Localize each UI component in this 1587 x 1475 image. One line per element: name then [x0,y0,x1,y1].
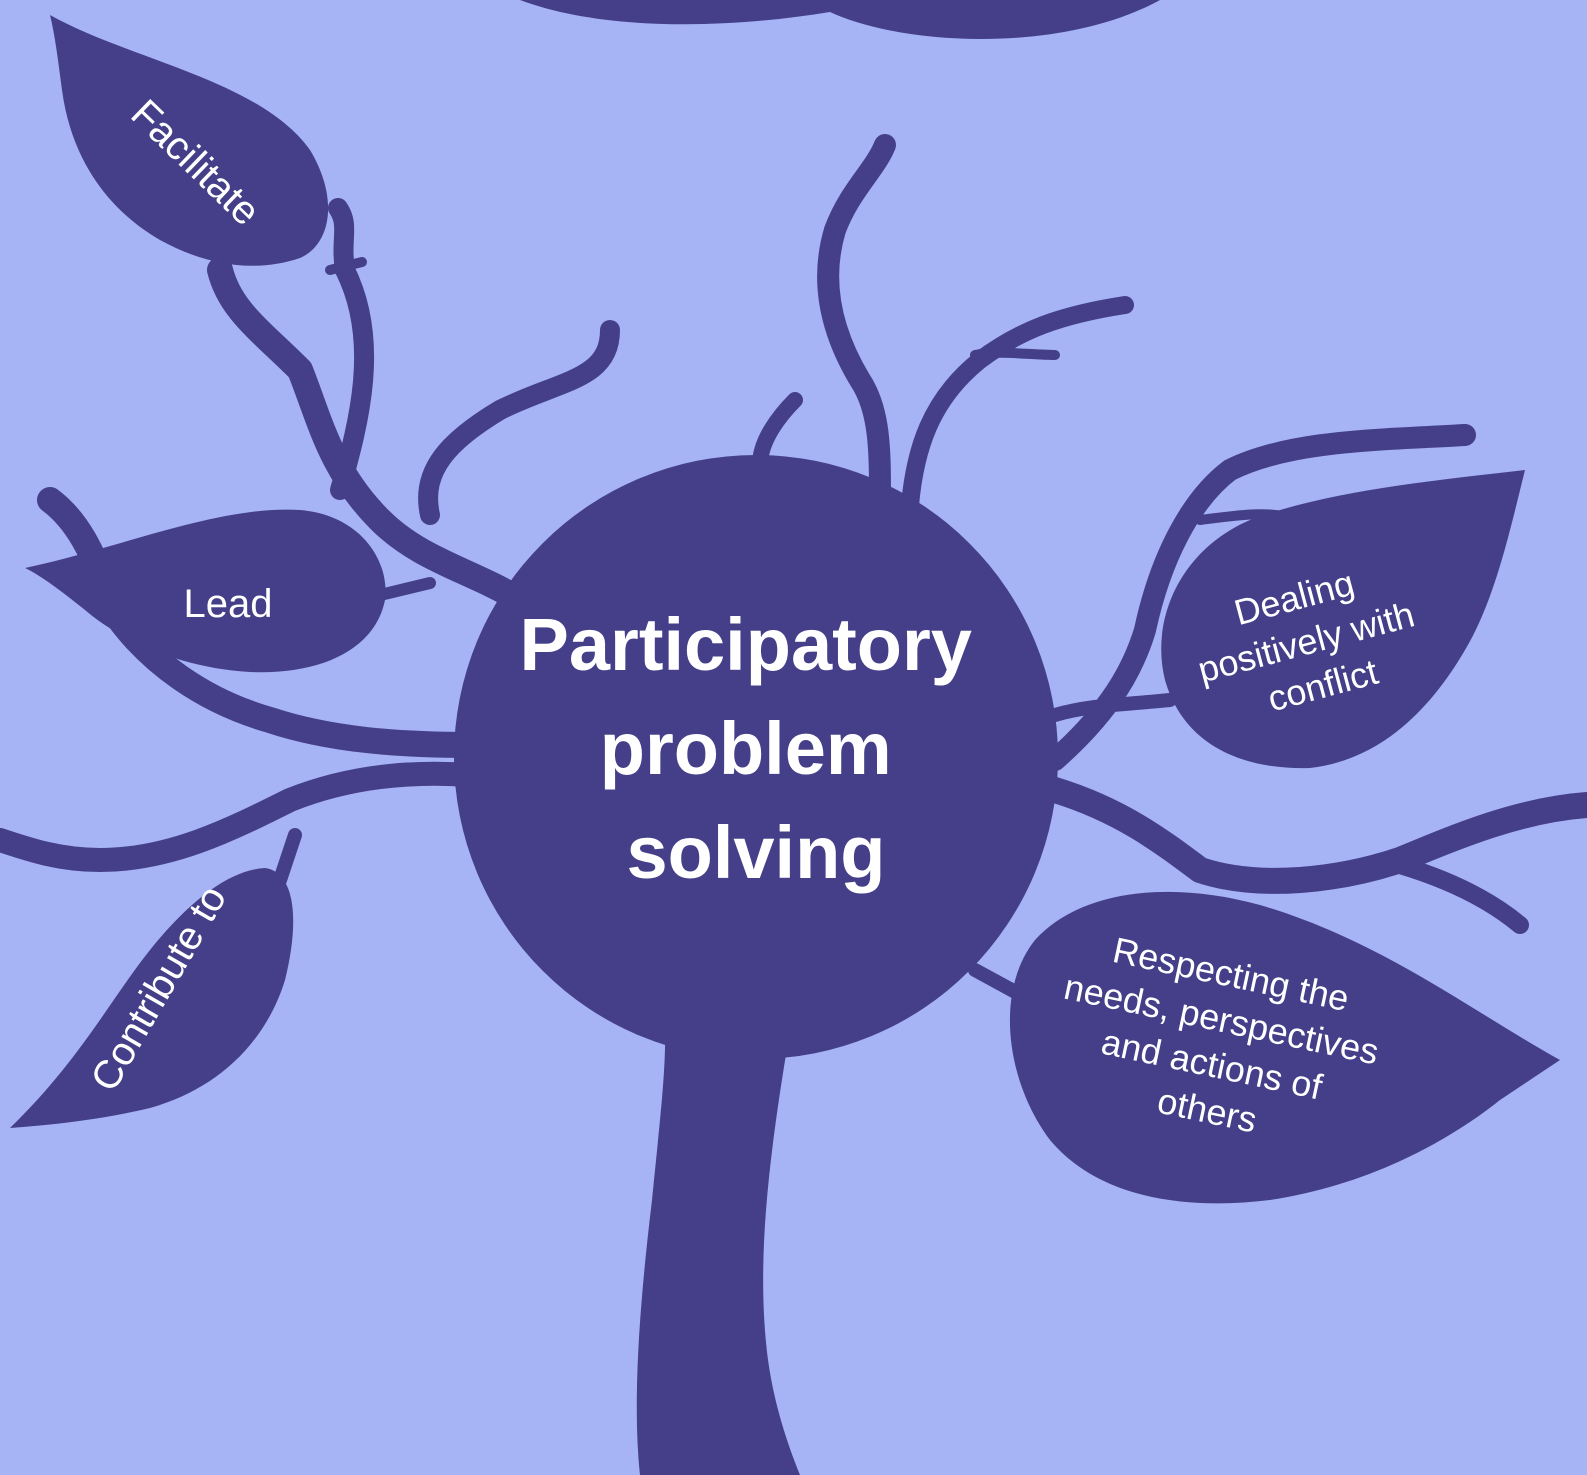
leaf-label-lead: Lead [184,582,273,626]
leaf-contribute [10,868,294,1128]
branches-upper-middle [752,134,1134,514]
trunk [636,1030,800,1475]
leaf-respecting [1009,891,1560,1204]
branches-upper-left [207,198,620,613]
central-circle [454,455,1058,1059]
title-line-2: problem [600,707,892,790]
title-line-3: solving [626,811,885,894]
title-line-1: Participatory [520,603,972,686]
leaf-lead [25,509,386,673]
top-canopy-shape [520,0,1160,40]
central-title: Participatory problem solving [520,603,993,894]
leaf-facilitate [50,15,329,266]
leaf-dealing [1161,470,1525,769]
